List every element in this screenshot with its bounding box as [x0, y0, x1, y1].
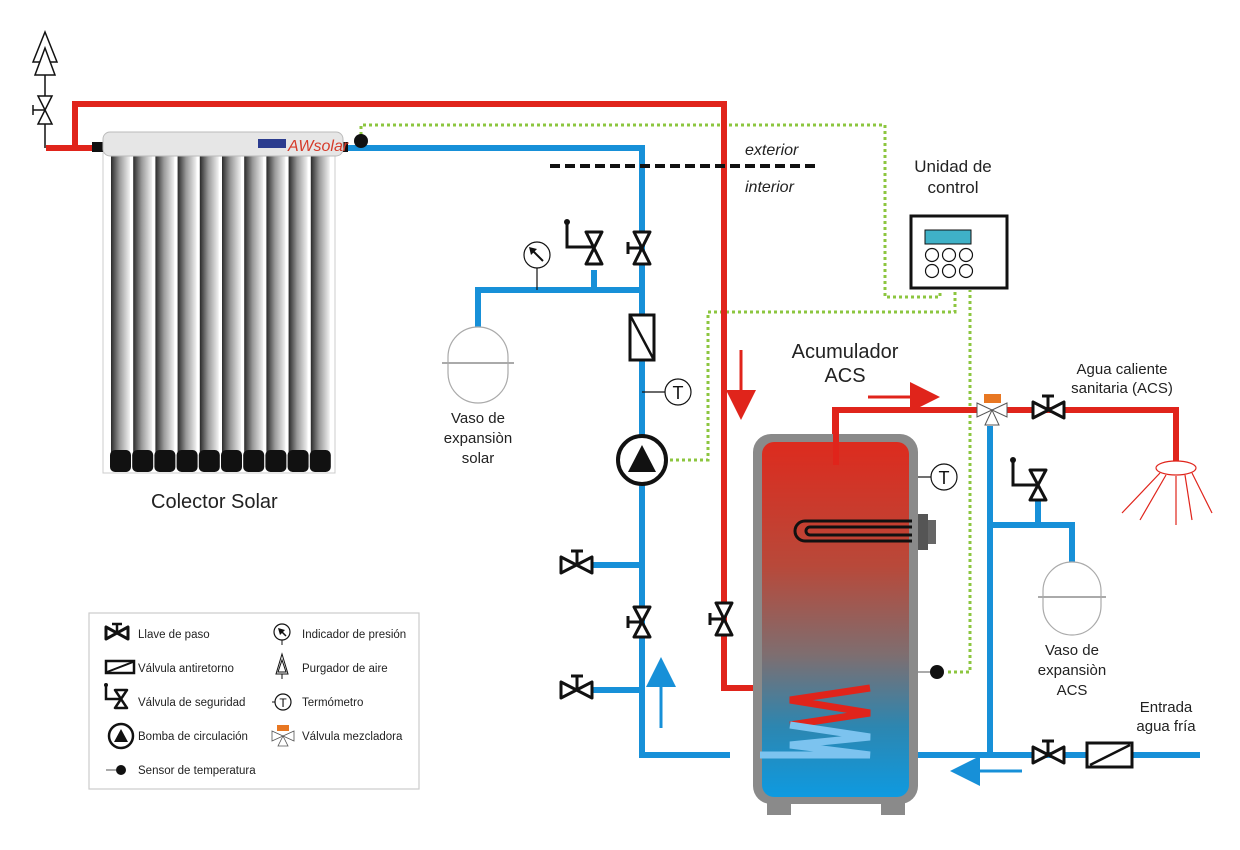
collector-tube	[111, 154, 130, 454]
collector-tube-cap	[287, 450, 309, 472]
acs-expansion-vessel	[1038, 561, 1106, 636]
gate-valve-icon	[626, 230, 652, 266]
collector-tube	[222, 154, 241, 454]
legend-safety-valve-icon	[104, 683, 129, 710]
collector-tube-cap	[154, 450, 176, 472]
svg-text:T: T	[673, 383, 684, 403]
collector-tube-cap	[243, 450, 265, 472]
acs-gate-valve-icon	[1031, 394, 1066, 420]
collector-brand: AWsolar	[287, 138, 349, 155]
safety-valve-icon	[564, 219, 604, 266]
cold-inlet-label-1: Entrada	[1140, 699, 1193, 716]
collector-tube	[288, 154, 308, 454]
control-wiring	[359, 123, 972, 674]
collector-tube	[310, 154, 330, 454]
legend-label-3: Bomba de circulación	[138, 731, 248, 743]
exp-acs-label-3: ACS	[1057, 682, 1088, 699]
cold-inlet-check-valve-icon	[1085, 741, 1134, 769]
drain-valve-lower-icon	[559, 674, 594, 700]
collector-tube-cap	[110, 450, 131, 472]
control-unit-label-1: Unidad de	[914, 157, 992, 176]
collector-tube	[177, 154, 197, 454]
legend-mixing-valve-icon	[271, 725, 295, 747]
legend-label-8: Válvula mezcladora	[302, 731, 403, 743]
legend-temperature-sensor-icon	[106, 765, 126, 775]
legend-label-6: Purgador de aire	[302, 663, 388, 675]
storage-tank	[753, 410, 936, 815]
svg-text:T: T	[939, 468, 950, 488]
gate-valve-hot-icon	[708, 601, 734, 637]
control-unit	[909, 214, 1009, 290]
legend-pump-icon	[107, 722, 135, 750]
collector-tube	[199, 154, 219, 454]
check-valve-icon	[628, 313, 656, 362]
exp-acs-label-2: expansiòn	[1038, 662, 1106, 679]
acs-safety-valve-icon	[1010, 457, 1048, 502]
electric-heater-icon	[793, 514, 936, 550]
hot-water-label-1: Agua caliente	[1077, 361, 1168, 378]
tank-label-2: ACS	[824, 365, 865, 387]
gate-valve-return-icon	[626, 605, 652, 639]
control-display	[924, 229, 972, 245]
circulation-pump-icon	[616, 434, 668, 486]
collector-tube-cap	[265, 450, 287, 472]
collector-temperature-sensor-icon	[354, 134, 368, 148]
legend-label-2: Válvula de seguridad	[138, 697, 245, 709]
legend-pressure-gauge-icon	[273, 623, 291, 645]
legend-label-1: Válvula antiretorno	[138, 663, 234, 675]
legend-air-vent-icon	[275, 652, 289, 679]
mixing-valve-icon	[976, 394, 1008, 426]
control-buttons	[924, 247, 974, 279]
collector-tube-cap	[309, 450, 331, 472]
legend-label-0: Llave de paso	[138, 629, 210, 641]
exterior-label: exterior	[745, 142, 799, 159]
svg-text:T: T	[279, 696, 287, 710]
cold-inlet-gate-valve-icon	[1031, 739, 1066, 765]
control-unit-label-2: control	[927, 178, 978, 197]
collector-tube-cap	[221, 450, 242, 472]
tank-temperature-sensor-icon	[918, 665, 944, 679]
collector-label: Colector Solar	[151, 491, 278, 513]
pressure-gauge-icon	[523, 241, 551, 290]
drain-valve-upper-icon	[559, 549, 594, 575]
collector-tube	[133, 154, 153, 454]
cold-inlet-label-2: agua fría	[1136, 718, 1196, 735]
legend-gate-valve-icon	[104, 622, 130, 641]
collector-tube	[244, 154, 264, 454]
solar-expansion-vessel	[442, 326, 514, 404]
legend-label-5: Indicador de presión	[302, 629, 406, 641]
collector-tube	[155, 154, 175, 454]
legend-label-7: Termómetro	[302, 697, 363, 709]
shower-head-icon	[1121, 460, 1213, 525]
hot-water-label-2: sanitaria (ACS)	[1071, 380, 1173, 397]
legend-label-4: Sensor de temperatura	[138, 765, 256, 777]
collector-tube	[266, 154, 286, 454]
air-vent-icon	[31, 29, 59, 96]
thermometer-icon: T	[642, 378, 692, 406]
collector-tube-cap	[176, 450, 198, 472]
exp-solar-label-2: expansiòn	[444, 430, 512, 447]
legend: Llave de paso Válvula antiretorno Válvul…	[88, 612, 420, 790]
exp-acs-label-1: Vaso de	[1045, 642, 1099, 659]
collector-tube-cap	[198, 450, 220, 472]
legend-thermometer-icon: T	[272, 693, 292, 711]
interior-label: interior	[745, 179, 795, 196]
tank-label-1: Acumulador	[792, 341, 899, 363]
tank-thermometer-icon: T	[918, 463, 958, 491]
air-vent-valve-icon	[32, 95, 54, 148]
exp-solar-label-3: solar	[462, 450, 495, 467]
collector-tube-cap	[132, 450, 154, 472]
solar-collector: AWsolar	[92, 131, 368, 474]
legend-check-valve-icon	[104, 659, 136, 675]
cold-pipes	[345, 145, 1200, 758]
collector-brand-badge	[258, 139, 286, 148]
exp-solar-label-1: Vaso de	[451, 410, 505, 427]
